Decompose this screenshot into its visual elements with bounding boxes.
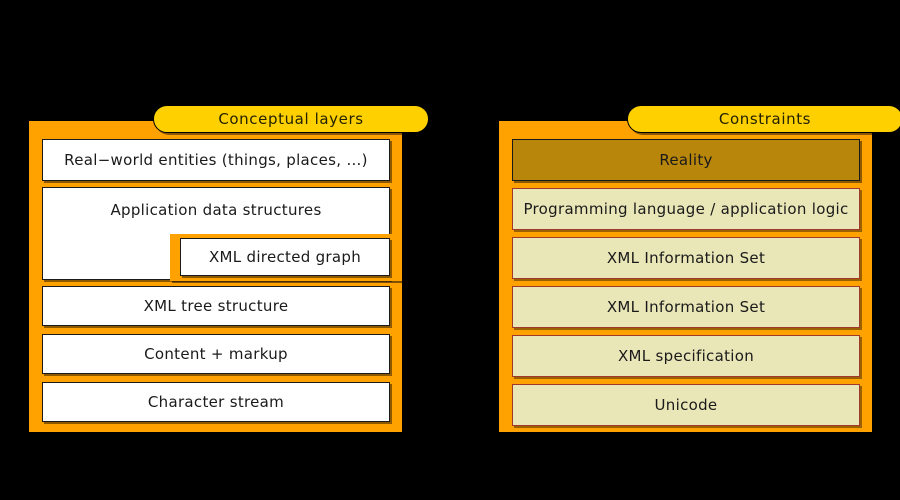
layer-box-character-stream[interactable]: Character stream — [42, 382, 390, 422]
constraint-box-programming-language[interactable]: Programming language / application logic — [512, 188, 860, 230]
layer-box-content-plus-markup[interactable]: Content + markup — [42, 334, 390, 374]
constraint-box-xml-information-set-lower[interactable]: XML Information Set — [512, 286, 860, 328]
panel-title-label: Constraints — [718, 110, 812, 128]
layer-box-real-world-entities[interactable]: Real−world entities (things, places, …) — [42, 139, 390, 181]
constraint-box-xml-information-set-upper[interactable]: XML Information Set — [512, 237, 860, 279]
layer-label: XML directed graph — [208, 248, 362, 266]
layer-box-xml-directed-graph[interactable]: XML directed graph — [180, 238, 390, 276]
constraint-label: XML Information Set — [606, 249, 766, 267]
layer-label: Character stream — [147, 393, 285, 411]
panel-title-conceptual-layers: Conceptual layers — [153, 105, 429, 133]
layer-box-xml-tree-structure[interactable]: XML tree structure — [42, 286, 390, 326]
constraint-label: Programming language / application logic — [523, 200, 849, 218]
constraint-box-unicode[interactable]: Unicode — [512, 384, 860, 426]
layer-label: Application data structures — [110, 201, 322, 219]
layer-label: Real−world entities (things, places, …) — [64, 151, 368, 169]
constraint-label: Reality — [659, 151, 713, 169]
constraint-label: Unicode — [654, 396, 718, 414]
panel-title-label: Conceptual layers — [218, 110, 364, 128]
layer-label: Content + markup — [144, 345, 288, 363]
constraint-label: XML specification — [617, 347, 755, 365]
constraint-box-xml-specification[interactable]: XML specification — [512, 335, 860, 377]
layer-label: XML tree structure — [143, 297, 289, 315]
constraint-label: XML Information Set — [606, 298, 766, 316]
constraint-box-reality[interactable]: Reality — [512, 139, 860, 181]
panel-title-constraints: Constraints — [627, 105, 900, 133]
